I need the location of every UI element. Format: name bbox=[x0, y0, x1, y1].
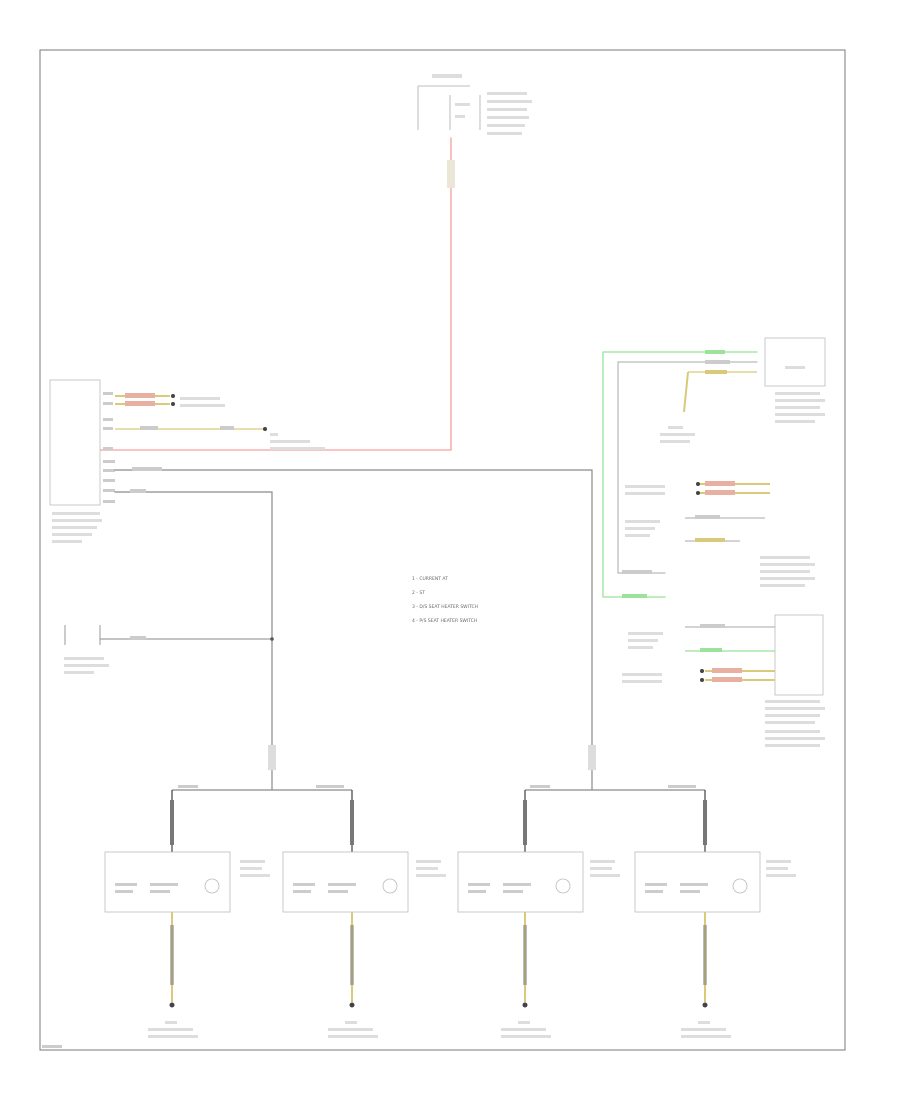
bottom-bus-left bbox=[170, 780, 354, 852]
top-right-component bbox=[660, 337, 826, 443]
module-ground-wire bbox=[115, 426, 325, 450]
heater-unit-2 bbox=[282, 851, 446, 1038]
legend-item: 4 - P/S SEAT HEATER SWITCH bbox=[412, 618, 477, 624]
heater-unit-1 bbox=[104, 851, 270, 1038]
footer-code bbox=[42, 1045, 62, 1048]
control-module bbox=[49, 379, 102, 543]
legend-item: 1 - CURRENT AT bbox=[412, 576, 448, 582]
legend: 1 - CURRENT AT 2 - ST 3 - D/S SEAT HEATE… bbox=[412, 576, 478, 624]
heater-unit-3 bbox=[457, 851, 620, 1038]
left-switch bbox=[64, 625, 109, 674]
right-mid-wires bbox=[622, 481, 815, 598]
legend-item: 2 - ST bbox=[412, 590, 425, 596]
module-bus-wires bbox=[100, 467, 596, 781]
top-fuse-connector bbox=[417, 74, 532, 135]
red-power-wire bbox=[99, 137, 455, 451]
diagram-frame bbox=[39, 49, 846, 1051]
heater-unit-4 bbox=[634, 851, 796, 1038]
module-top-wires bbox=[115, 393, 225, 407]
green-wire bbox=[602, 350, 758, 598]
bottom-bus-right bbox=[523, 780, 707, 852]
legend-item: 3 - D/S SEAT HEATER SWITCH bbox=[412, 604, 478, 610]
module-pin-labels bbox=[103, 392, 115, 503]
lower-right-component bbox=[622, 614, 825, 747]
